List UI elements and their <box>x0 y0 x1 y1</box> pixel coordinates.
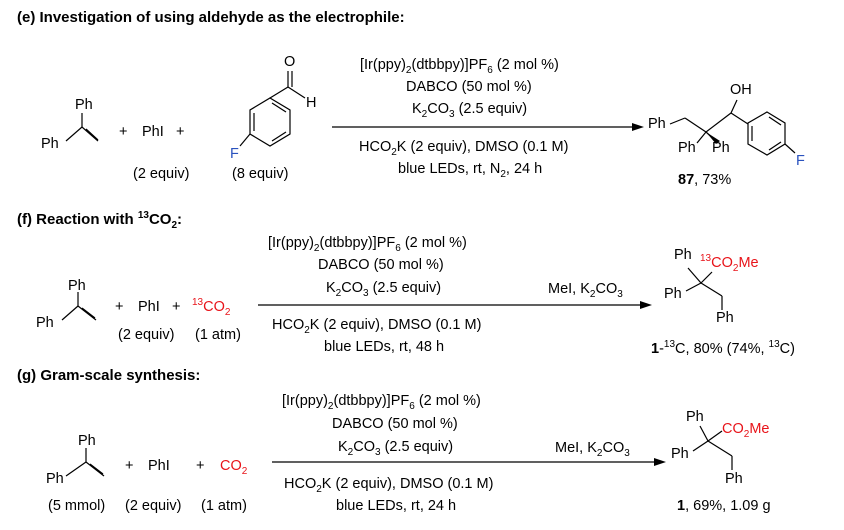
reductant-condition-e: HCO2K (2 equiv), DMSO (0.1 M) <box>359 139 569 158</box>
product-ph-a-e: Ph <box>678 140 696 156</box>
reagent-ph-left-e: Ph <box>41 136 59 152</box>
plus-sign: + <box>119 124 128 140</box>
reagent-ph-top-f: Ph <box>68 278 86 294</box>
fluorine-label: F <box>230 146 239 162</box>
heading-g: (g) Gram-scale synthesis: <box>17 367 201 384</box>
light-condition-f: blue LEDs, rt, 48 h <box>324 339 445 355</box>
arrowhead-e <box>632 123 644 131</box>
wedge-bond-e <box>706 132 720 144</box>
product-ph-top-g: Ph <box>686 409 704 425</box>
plus-sign: + <box>196 458 205 474</box>
reagent-ph-left-f: Ph <box>36 315 54 331</box>
carbonate-condition-g: K2CO3 (2.5 equiv) <box>338 439 454 458</box>
methyl-ester-label: CO2Me <box>722 421 770 440</box>
product-label-e: 87, 73% <box>678 172 732 188</box>
product-ph-bottom-g: Ph <box>725 471 743 487</box>
carbonate-condition-f: K2CO3 (2.5 equiv) <box>326 280 442 299</box>
catalyst-condition-e: [Ir(ppy)2(dtbbpy)]PF6 (2 mol %) <box>360 57 559 76</box>
light-condition-e: blue LEDs, rt, N2, 24 h <box>398 161 543 180</box>
arrowhead-f <box>640 301 652 309</box>
plus-sign: + <box>115 299 124 315</box>
reagent-ph-left-g: Ph <box>46 471 64 487</box>
atm-label: (1 atm) <box>201 498 247 514</box>
heading-e: (e) Investigation of using aldehyde as t… <box>17 9 405 26</box>
product-ph-top-f: Ph <box>674 247 692 263</box>
amount-label: (5 mmol) <box>48 498 106 514</box>
equiv-label: (2 equiv) <box>133 166 190 182</box>
catalyst-condition-f: [Ir(ppy)2(dtbbpy)]PF6 (2 mol %) <box>268 235 467 254</box>
product-label-g: 1, 69%, 1.09 g <box>677 498 771 514</box>
step2-condition-f: MeI, K2CO3 <box>548 281 623 300</box>
product-ph-bottom-f: Ph <box>716 310 734 326</box>
plus-sign: + <box>172 299 181 315</box>
fluorine-label: F <box>796 153 805 169</box>
aldehyde-hydrogen-label: H <box>306 95 317 111</box>
methyl-ester-13c-label: 13CO2Me <box>700 253 759 274</box>
aldehyde-structure-e <box>239 71 306 147</box>
product-label-f: 1-13C, 80% (74%, 13C) <box>651 339 795 357</box>
iodobenzene-label: PhI <box>142 124 164 140</box>
product-structure-g <box>692 425 733 470</box>
base-condition-e: DABCO (50 mol %) <box>406 79 532 95</box>
product-ph-left-g: Ph <box>671 446 689 462</box>
light-condition-g: blue LEDs, rt, 24 h <box>336 498 457 514</box>
equiv-label: (2 equiv) <box>118 327 175 343</box>
product-ph-left-f: Ph <box>664 286 682 302</box>
reagent-ph-top-g: Ph <box>78 433 96 449</box>
reductant-condition-g: HCO2K (2 equiv), DMSO (0.1 M) <box>284 476 494 495</box>
equiv-label: (8 equiv) <box>232 166 289 182</box>
atm-label: (1 atm) <box>195 327 241 343</box>
arrowhead-g <box>654 458 666 466</box>
plus-sign: + <box>125 458 134 474</box>
plus-sign: + <box>176 124 185 140</box>
equiv-label: (2 equiv) <box>125 498 182 514</box>
styrene-structure-g <box>65 448 105 477</box>
reagent-ph-top-e: Ph <box>75 97 93 113</box>
step2-condition-g: MeI, K2CO3 <box>555 440 630 459</box>
product-ph-b-e: Ph <box>712 140 730 156</box>
styrene-structure-f <box>61 292 97 321</box>
product-ph-left-e: Ph <box>648 116 666 132</box>
heading-f: (f) Reaction with 13CO2: <box>17 210 183 231</box>
carbon-dioxide-label: CO2 <box>220 458 248 477</box>
carbon13-dioxide-label: 13CO2 <box>192 297 231 318</box>
styrene-structure-e <box>65 113 99 142</box>
hydroxyl-label: OH <box>730 82 752 98</box>
base-condition-g: DABCO (50 mol %) <box>332 416 458 432</box>
aldehyde-oxygen-label: O <box>284 54 296 70</box>
reductant-condition-f: HCO2K (2 equiv), DMSO (0.1 M) <box>272 317 482 336</box>
carbonate-condition-e: K2CO3 (2.5 equiv) <box>412 101 528 120</box>
base-condition-f: DABCO (50 mol %) <box>318 257 444 273</box>
catalyst-condition-g: [Ir(ppy)2(dtbbpy)]PF6 (2 mol %) <box>282 393 481 412</box>
iodobenzene-label: PhI <box>138 299 160 315</box>
product-structure-f <box>685 267 723 310</box>
iodobenzene-label: PhI <box>148 458 170 474</box>
